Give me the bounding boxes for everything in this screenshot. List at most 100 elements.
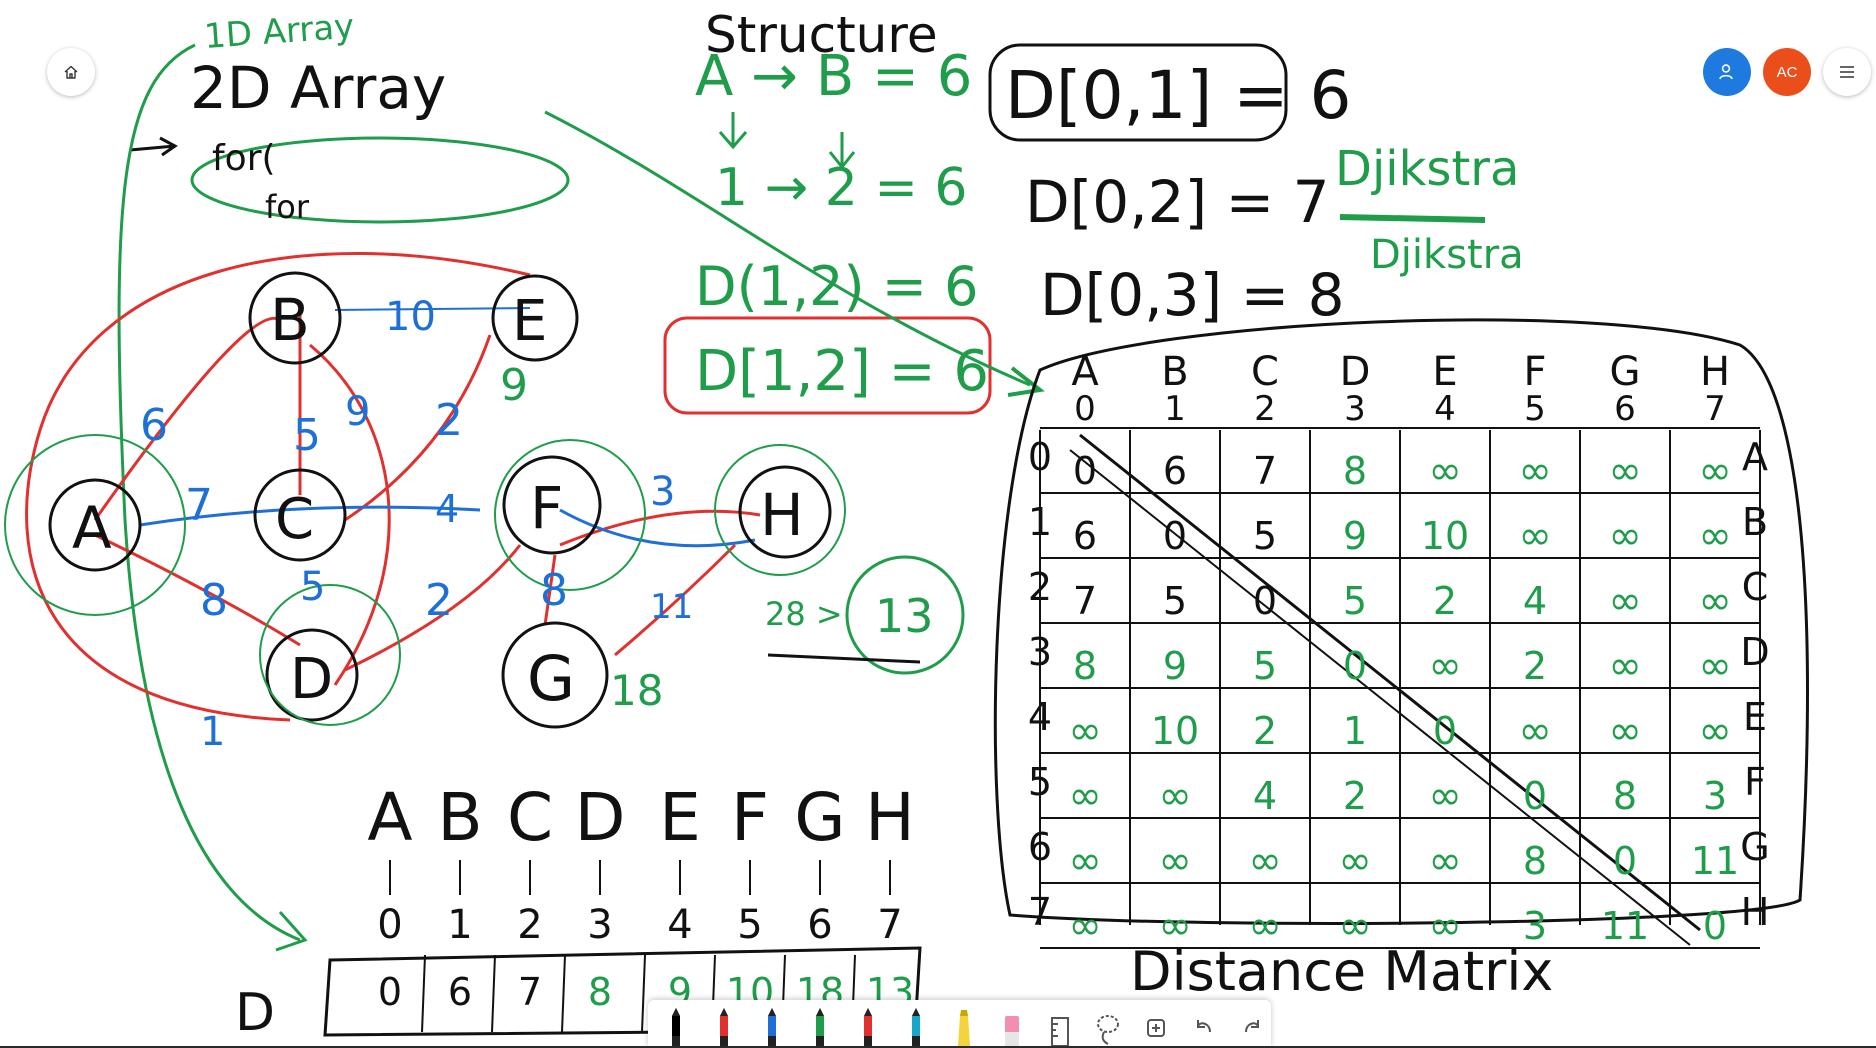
- tool-black-pen[interactable]: [658, 1006, 694, 1048]
- matrix-cell: 6: [1073, 514, 1097, 558]
- tool-undo[interactable]: [1186, 1006, 1222, 1048]
- node-label: H: [760, 481, 804, 549]
- edge-red: [559, 509, 761, 547]
- matrix-cell: 10: [1151, 709, 1199, 753]
- tool-blue-pen[interactable]: [754, 1006, 790, 1048]
- matrix-cell: ∞: [1428, 773, 1461, 819]
- tool-eraser[interactable]: [994, 1006, 1030, 1048]
- edge-weight: 7: [185, 480, 213, 531]
- tool-redo[interactable]: [1234, 1006, 1270, 1048]
- matrix-cell: 8: [1523, 839, 1547, 883]
- home-button[interactable]: [47, 48, 95, 96]
- menu-button[interactable]: [1823, 48, 1871, 96]
- matrix-cell: ∞: [1608, 578, 1641, 624]
- matrix-row-letter: H: [1741, 890, 1770, 934]
- matrix-title: Distance Matrix: [1130, 940, 1553, 1003]
- note-d01: D[0,1] = 6: [1005, 57, 1352, 134]
- for-loop-circle: [190, 136, 570, 224]
- array-value: 0: [378, 970, 402, 1014]
- matrix-cell: ∞: [1518, 708, 1551, 754]
- matrix-cell: 0: [1433, 709, 1457, 753]
- edge-weight: 8: [540, 565, 568, 616]
- boxed-d-bracket: [663, 316, 992, 415]
- annotation-circle-13: [845, 555, 965, 675]
- matrix-cell: ∞: [1248, 903, 1281, 949]
- matrix-cell: ∞: [1068, 773, 1101, 819]
- node-label: A: [72, 494, 112, 562]
- matrix-col-letter: E: [1432, 349, 1457, 395]
- edge-weight: 2: [425, 575, 453, 626]
- person-add-icon: [1719, 64, 1733, 80]
- edge-weight: 10: [385, 294, 436, 340]
- matrix-col-index: 3: [1344, 389, 1366, 429]
- matrix-cell: ∞: [1698, 513, 1731, 559]
- array-index: 5: [737, 902, 762, 948]
- tool-ruler[interactable]: [1042, 1006, 1078, 1048]
- galaxy-pen-icon: [912, 1008, 920, 1046]
- array-divider: [491, 954, 496, 1033]
- redo-icon: [1245, 1020, 1259, 1033]
- note-dijkstra-2: Djikstra: [1370, 232, 1524, 278]
- node-label: F: [530, 474, 563, 542]
- matrix-cell: 11: [1601, 904, 1649, 948]
- matrix-cell: 5: [1253, 644, 1277, 688]
- matrix-col-index: 6: [1614, 389, 1636, 429]
- tool-add[interactable]: [1138, 1006, 1174, 1048]
- user-avatar[interactable]: AC: [1763, 48, 1811, 96]
- tool-rainbow-pen[interactable]: [850, 1006, 886, 1048]
- node-f: [502, 455, 602, 555]
- node-label: B: [270, 286, 310, 354]
- matrix-col-letter: F: [1523, 349, 1546, 395]
- node-label: E: [512, 289, 547, 354]
- eraser-icon: [1005, 1016, 1019, 1046]
- matrix-row-letter: E: [1743, 695, 1767, 739]
- dijkstra-underline: [1339, 214, 1486, 223]
- tool-galaxy-pen[interactable]: [898, 1006, 934, 1048]
- arrow-b-to-2: [828, 132, 856, 170]
- matrix-cell: 10: [1421, 514, 1469, 558]
- matrix-cell: 2: [1523, 644, 1547, 688]
- matrix-cell: ∞: [1608, 448, 1641, 494]
- share-button[interactable]: [1703, 48, 1751, 96]
- arrow-head-matrix: [1007, 366, 1045, 397]
- matrix-cell: 5: [1163, 579, 1187, 623]
- edge-red: [93, 317, 281, 521]
- matrix-cell: ∞: [1158, 838, 1191, 884]
- matrix-cell: 3: [1703, 774, 1727, 818]
- note-for-1: for(: [212, 138, 276, 179]
- matrix-cell: ∞: [1608, 708, 1641, 754]
- hamburger-menu-icon: [1840, 66, 1854, 78]
- graph-annotation: 13: [875, 589, 934, 643]
- matrix-cell: 0: [1163, 514, 1187, 558]
- tool-lasso[interactable]: [1090, 1006, 1126, 1048]
- matrix-cell: 0: [1343, 644, 1367, 688]
- matrix-cell: ∞: [1428, 448, 1461, 494]
- tool-green-pen[interactable]: [802, 1006, 838, 1048]
- array-index: 4: [667, 902, 692, 948]
- matrix-cell: ∞: [1068, 708, 1101, 754]
- matrix-cell: ∞: [1068, 903, 1101, 949]
- matrix-cell: ∞: [1158, 903, 1191, 949]
- matrix-cell: ∞: [1338, 903, 1371, 949]
- note-structure: Structure: [705, 6, 938, 64]
- node-e: [491, 274, 579, 362]
- edge-red: [94, 533, 301, 647]
- note-1d-array: 1D Array: [203, 7, 356, 57]
- matrix-cell: 4: [1523, 579, 1547, 623]
- matrix-outline: [993, 318, 1809, 925]
- matrix-col-index: 1: [1164, 389, 1186, 429]
- edge-weight: 8: [200, 575, 228, 626]
- tool-red-pen[interactable]: [706, 1006, 742, 1048]
- graph: A B C D E F G H 6 7 8 10 5 9 2 4 5 2 8 3…: [4, 252, 965, 755]
- matrix-cell: ∞: [1248, 838, 1281, 884]
- tool-highlighter[interactable]: [946, 1006, 982, 1048]
- note-for-2: for: [265, 188, 310, 226]
- note-d02: D[0,2] = 7: [1025, 168, 1330, 236]
- arrow-1darray-to-array: [117, 43, 301, 942]
- array-index: 7: [877, 902, 902, 948]
- node-d: [265, 628, 359, 722]
- avatar-initials: AC: [1776, 63, 1798, 81]
- edge-weight: 1: [200, 709, 225, 755]
- add-icon: [1147, 1019, 1165, 1037]
